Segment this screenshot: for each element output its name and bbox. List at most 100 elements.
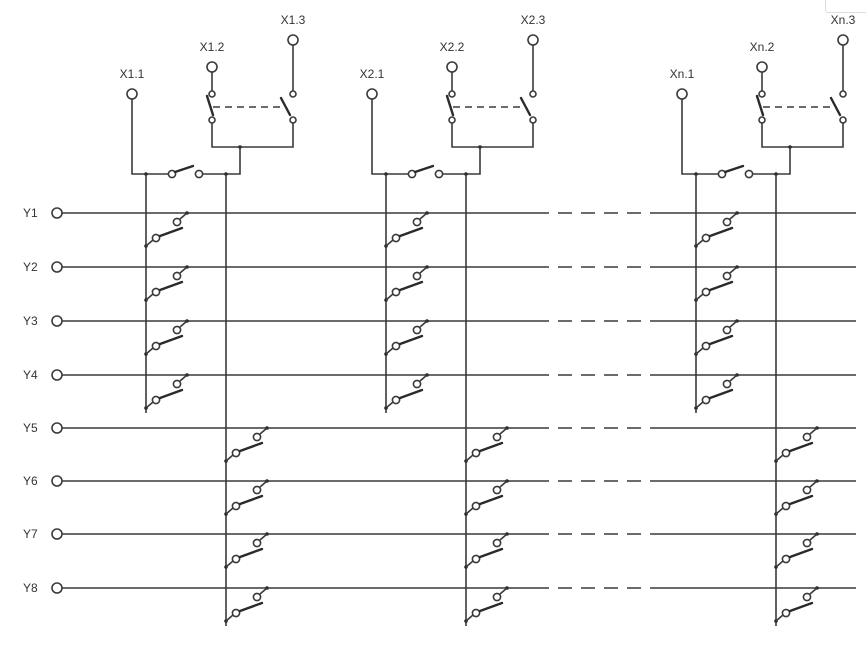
contact-icon — [412, 217, 422, 227]
contact-lead — [225, 560, 234, 568]
switch-blade — [788, 601, 814, 613]
contact-icon — [744, 169, 754, 179]
row-y8: Y8 — [23, 581, 856, 595]
join-wire — [226, 147, 241, 175]
switch-blade — [788, 441, 814, 453]
contact-lead — [465, 614, 474, 622]
row-y5: Y5 — [23, 421, 856, 435]
switch-blade — [238, 547, 264, 559]
contact-lead — [145, 239, 154, 247]
row-terminal-icon — [51, 422, 63, 434]
crosspoint-switch — [224, 586, 269, 623]
group-2: X2.1X2.2X2.3 — [360, 13, 546, 626]
contact-icon — [701, 287, 711, 297]
input-label: Xn.2 — [750, 40, 775, 54]
row-y6: Y6 — [23, 474, 856, 488]
input-1-wire — [131, 99, 146, 175]
contact-lead — [385, 347, 394, 355]
row-label: Y3 — [23, 314, 38, 328]
input-label: X1.2 — [200, 40, 225, 54]
contact-lead — [259, 587, 268, 595]
contact-icon — [231, 501, 241, 511]
input-terminal-icon — [446, 61, 458, 73]
corner-widget — [825, 0, 866, 13]
row-label: Y2 — [23, 260, 38, 274]
contact-icon — [492, 485, 502, 495]
contact-icon — [391, 341, 401, 351]
output-join-wire — [451, 123, 534, 148]
row-terminal-icon — [51, 528, 63, 540]
bus-tie-blade — [413, 164, 435, 174]
contact-lead — [419, 266, 428, 274]
switch-blade — [788, 494, 814, 506]
contact-icon — [471, 554, 481, 564]
switch-blade — [238, 494, 264, 506]
contact-lead — [499, 587, 508, 595]
contact-lead — [775, 454, 784, 462]
crosspoint-switch — [464, 586, 509, 623]
input-terminal-icon — [837, 34, 849, 46]
switch-blade — [708, 334, 734, 346]
crosspoint-switch — [384, 319, 429, 356]
contact-icon — [252, 592, 262, 602]
input-1-wire — [681, 99, 696, 175]
row-y2: Y2 — [23, 260, 856, 274]
contact-icon — [412, 379, 422, 389]
contact-icon — [839, 116, 847, 124]
contact-lead — [179, 374, 188, 382]
contact-icon — [167, 169, 177, 179]
switch-blade — [158, 280, 184, 292]
input-terminal-icon — [126, 88, 138, 100]
switch-blade — [398, 388, 424, 400]
contact-icon — [412, 271, 422, 281]
row-terminal-icon — [51, 261, 63, 273]
switch-groups: X1.1X1.2X1.3X2.1X2.2X2.3Xn.1Xn.2Xn.3 — [120, 13, 856, 626]
contact-lead — [499, 480, 508, 488]
output-join-wire — [761, 123, 844, 148]
input-label: Xn.1 — [670, 67, 695, 81]
contact-lead — [259, 480, 268, 488]
switch-blade — [708, 280, 734, 292]
crosspoint-switch — [774, 532, 819, 569]
switch-blade — [398, 226, 424, 238]
contact-lead — [465, 454, 474, 462]
switch-blade — [205, 94, 215, 117]
contact-icon — [412, 325, 422, 335]
crosspoint-switch — [384, 373, 429, 410]
crosspoint-switch — [774, 426, 819, 463]
contact-icon — [471, 448, 481, 458]
contact-icon — [391, 287, 401, 297]
contact-icon — [252, 485, 262, 495]
crosspoint-switch — [774, 586, 819, 623]
contact-icon — [802, 432, 812, 442]
switch-blade — [788, 547, 814, 559]
contact-icon — [252, 432, 262, 442]
crosspoint-switch — [694, 265, 739, 302]
crosspoint-switch — [694, 319, 739, 356]
row-label: Y1 — [23, 206, 38, 220]
crosspoint-switch — [464, 532, 509, 569]
crosspoint-switch — [224, 479, 269, 516]
crosspoint-switch — [694, 373, 739, 410]
input-terminal-icon — [206, 61, 218, 73]
bus-tie-blade — [723, 164, 745, 174]
contact-icon — [701, 395, 711, 405]
contact-lead — [729, 266, 738, 274]
contact-icon — [722, 325, 732, 335]
contact-icon — [758, 116, 766, 124]
contact-icon — [802, 592, 812, 602]
switch-blade — [478, 494, 504, 506]
switch-blade — [238, 441, 264, 453]
contact-icon — [151, 395, 161, 405]
contact-icon — [194, 169, 204, 179]
contact-lead — [695, 347, 704, 355]
row-terminal-icon — [51, 207, 63, 219]
contact-icon — [529, 116, 537, 124]
contact-icon — [781, 554, 791, 564]
contact-lead — [225, 507, 234, 515]
contact-lead — [729, 374, 738, 382]
switch-blade — [158, 226, 184, 238]
row-terminal-icon — [51, 582, 63, 594]
contact-icon — [172, 325, 182, 335]
